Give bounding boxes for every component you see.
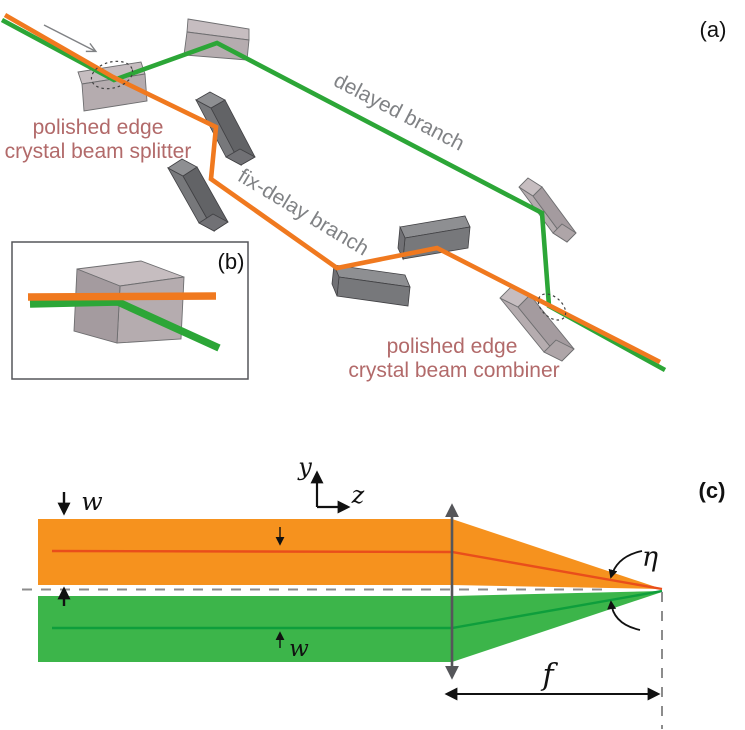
z-axis-label: z — [351, 481, 365, 509]
eta-arrow-upper — [608, 550, 643, 579]
panel-a-tag: (a) — [700, 17, 727, 42]
splitter-label-line1: polished edge — [33, 116, 164, 139]
eta-label: η — [642, 542, 658, 573]
crystal-prism-upper-right — [518, 177, 577, 243]
panel-b-tag: (b) — [218, 249, 245, 274]
mirror-prism-2 — [166, 158, 229, 232]
orange-beam-path — [3, 13, 662, 365]
mirror-prism-3 — [331, 264, 411, 307]
panel-c: w w y z η f (c) — [22, 453, 725, 729]
combiner-label-line2: crystal beam combiner — [348, 359, 559, 382]
panel-c-tag: (c) — [699, 478, 726, 503]
panel-b-inset: (b) — [11, 241, 249, 380]
orange-beam-band — [38, 519, 662, 589]
input-direction-arrow — [43, 24, 98, 53]
f-label: f — [540, 658, 558, 693]
inset-green-beam — [29, 298, 221, 352]
eta-arrow-lower — [607, 600, 641, 631]
y-axis-label: y — [297, 453, 312, 481]
mirror-prism-1 — [195, 91, 256, 166]
w-label-left: w — [81, 487, 102, 516]
inset-orange-beam — [27, 292, 217, 301]
w-label-right: w — [289, 636, 309, 662]
coordinate-axes: y z — [297, 453, 365, 514]
green-beam-band — [38, 591, 662, 662]
combiner-label-line1: polished edge — [387, 335, 518, 358]
splitter-label-line2: crystal beam splitter — [5, 140, 192, 163]
combiner-polished-edge-ellipse — [537, 293, 567, 321]
